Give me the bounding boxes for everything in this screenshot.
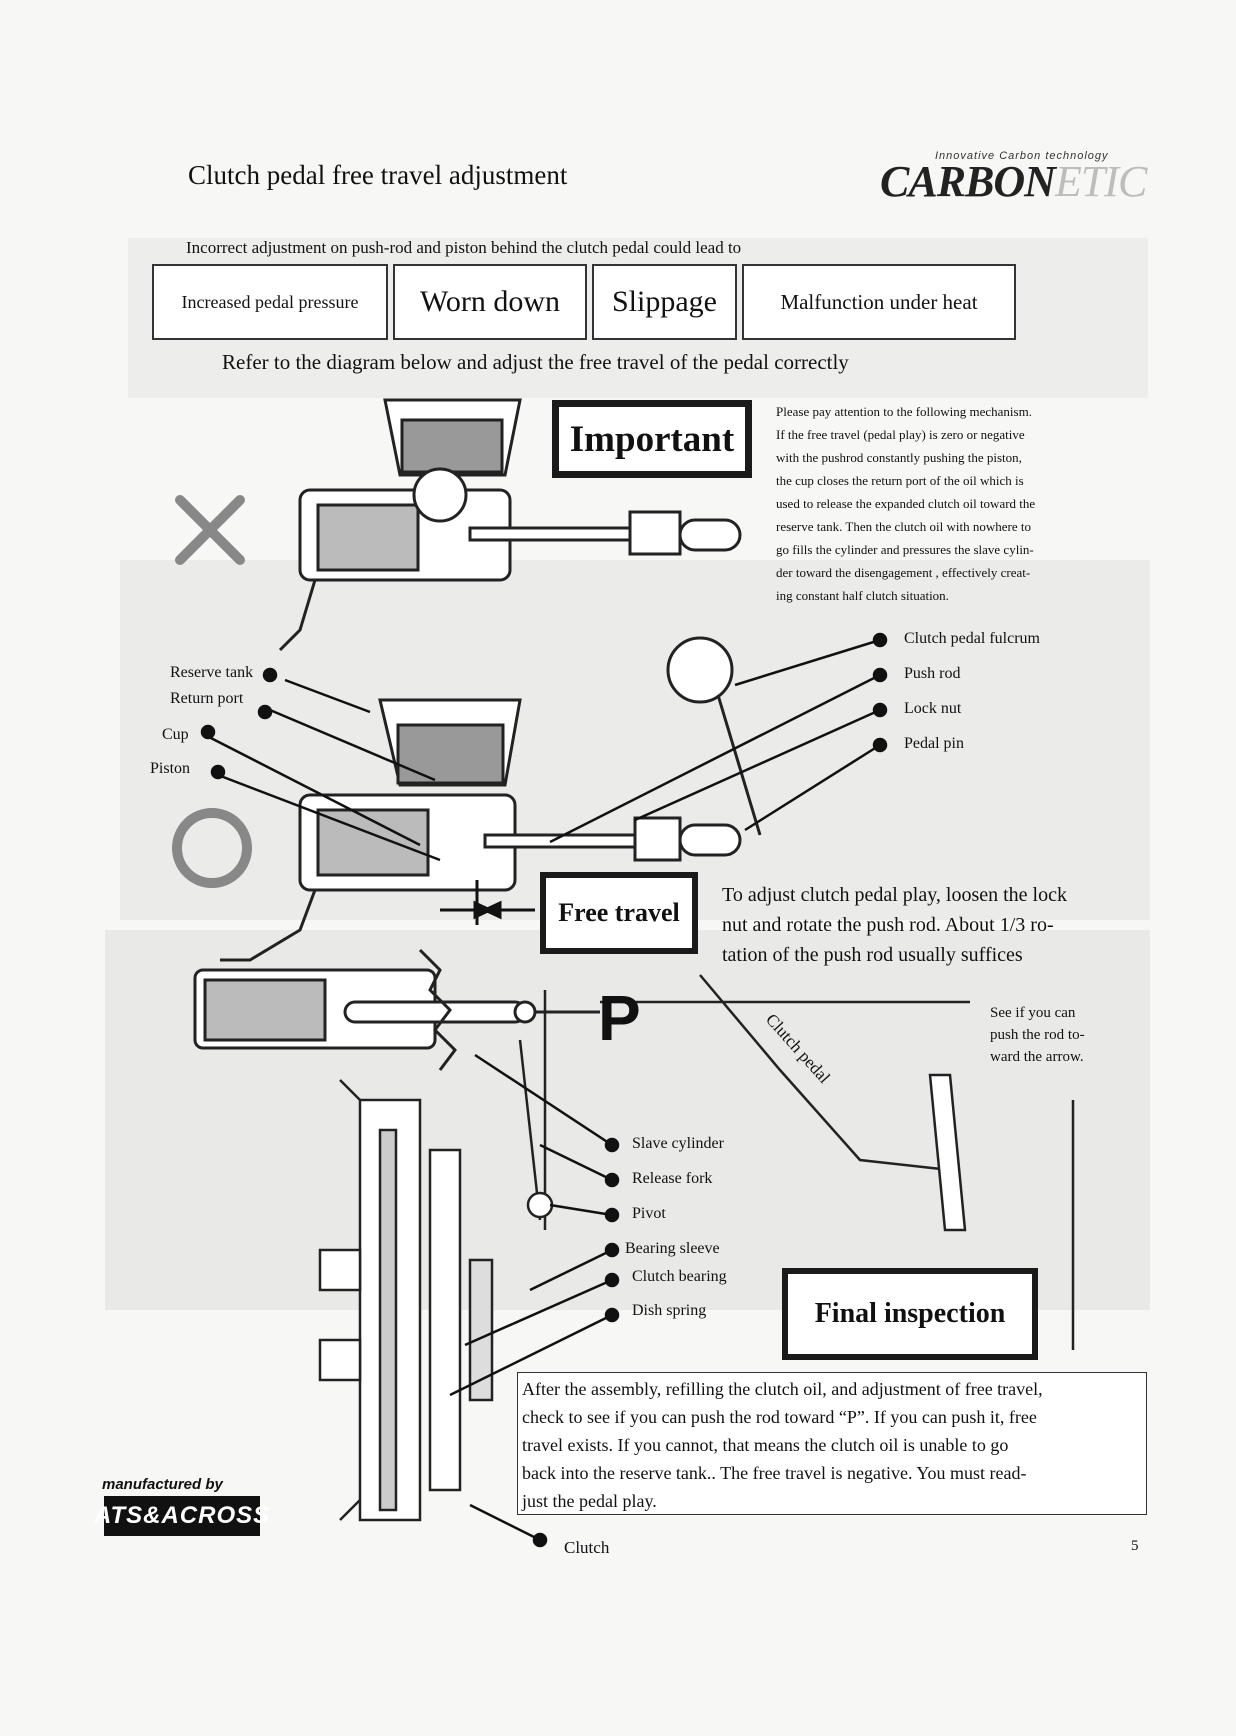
label-push-rod: Push rod	[904, 665, 961, 682]
free-travel-line: tation of the push rod usually suffices	[722, 944, 1023, 966]
label-lock-nut: Lock nut	[904, 700, 962, 717]
see-if-text: See if you can push the rod to- ward the…	[990, 1002, 1120, 1068]
clutch-assembly	[318, 1079, 494, 1522]
final-line: just the pedal play.	[522, 1491, 657, 1511]
label-pedal-pin: Pedal pin	[904, 735, 964, 752]
see-if-line: See if you can	[990, 1005, 1076, 1021]
carbonetic-logo: CARBONETIC	[880, 156, 1147, 207]
see-if-line: push the rod to-	[990, 1027, 1085, 1043]
logo-etic: ETIC	[1054, 157, 1147, 206]
wrong-x-icon	[175, 495, 245, 565]
ats-across-logo: ATS&ACROSS	[94, 1496, 269, 1536]
free-travel-line: nut and rotate the push rod. About 1/3 r…	[722, 914, 1054, 936]
label-clutch-bearing: Clutch bearing	[632, 1268, 727, 1285]
label-slave-cylinder: Slave cylinder	[632, 1135, 724, 1152]
correct-o-icon	[172, 808, 252, 888]
important-line: used to release the expanded clutch oil …	[776, 496, 1036, 511]
label-release-fork: Release fork	[632, 1170, 713, 1187]
free-travel-line: To adjust clutch pedal play, loosen the …	[722, 884, 1067, 906]
label-clutch: Clutch	[564, 1538, 610, 1557]
final-inspection-box: Final inspection	[782, 1268, 1038, 1360]
label-pivot: Pivot	[632, 1205, 666, 1222]
label-reserve-tank: Reserve tank	[170, 664, 254, 681]
master-cylinder-wrong	[278, 398, 742, 652]
important-line: reserve tank. Then the clutch oil with n…	[776, 519, 1031, 534]
master-cylinder-correct	[220, 636, 762, 962]
final-line: After the assembly, refilling the clutch…	[522, 1379, 1043, 1399]
label-bearing-sleeve: Bearing sleeve	[625, 1240, 720, 1257]
page-number: 5	[1131, 1538, 1139, 1554]
issue-box: Increased pedal pressure	[152, 264, 388, 340]
label-cup: Cup	[162, 726, 189, 743]
pedal-and-fork	[518, 974, 1075, 1350]
refer-text: Refer to the diagram below and adjust th…	[222, 350, 849, 374]
logo-tagline: Innovative Carbon technology	[935, 150, 1109, 162]
final-inspection-text: After the assembly, refilling the clutch…	[517, 1372, 1147, 1515]
see-if-line: ward the arrow.	[990, 1049, 1084, 1065]
important-line: Please pay attention to the following me…	[776, 404, 1032, 419]
label-return-port: Return port	[170, 690, 244, 707]
important-box: Important	[552, 400, 752, 478]
issue-box: Slippage	[592, 264, 737, 340]
free-travel-box: Free travel	[540, 872, 698, 954]
issue-box: Malfunction under heat	[742, 264, 1016, 340]
manufactured-by: manufactured by	[102, 1476, 223, 1493]
page-title: Clutch pedal free travel adjustment	[188, 160, 568, 190]
important-line: the cup closes the return port of the oi…	[776, 473, 1024, 488]
p-mark: P	[598, 982, 641, 1054]
slave-cylinder	[193, 948, 600, 1071]
free-travel-text: To adjust clutch pedal play, loosen the …	[722, 880, 1132, 970]
issue-box: Worn down	[393, 264, 587, 340]
important-line: with the pushrod constantly pushing the …	[776, 450, 1022, 465]
important-line: go fills the cylinder and pressures the …	[776, 542, 1034, 557]
label-clutch-pedal-fulcrum: Clutch pedal fulcrum	[904, 630, 1040, 647]
free-travel-arrows	[440, 880, 535, 925]
final-line: travel exists. If you cannot, that means…	[522, 1435, 1009, 1455]
final-line: check to see if you can push the rod tow…	[522, 1407, 1037, 1427]
intro-text: Incorrect adjustment on push-rod and pis…	[186, 238, 742, 257]
label-piston: Piston	[150, 760, 191, 777]
important-text: Please pay attention to the following me…	[776, 400, 1136, 607]
important-line: der toward the disengagement , effective…	[776, 565, 1031, 580]
label-dish-spring: Dish spring	[632, 1302, 707, 1319]
final-line: back into the reserve tank.. The free tr…	[522, 1463, 1027, 1483]
logo-carbon: CARBON	[880, 157, 1056, 206]
important-line: If the free travel (pedal play) is zero …	[776, 427, 1025, 442]
leader-lines	[200, 632, 888, 1548]
important-line: ing constant half clutch situation.	[776, 588, 949, 603]
